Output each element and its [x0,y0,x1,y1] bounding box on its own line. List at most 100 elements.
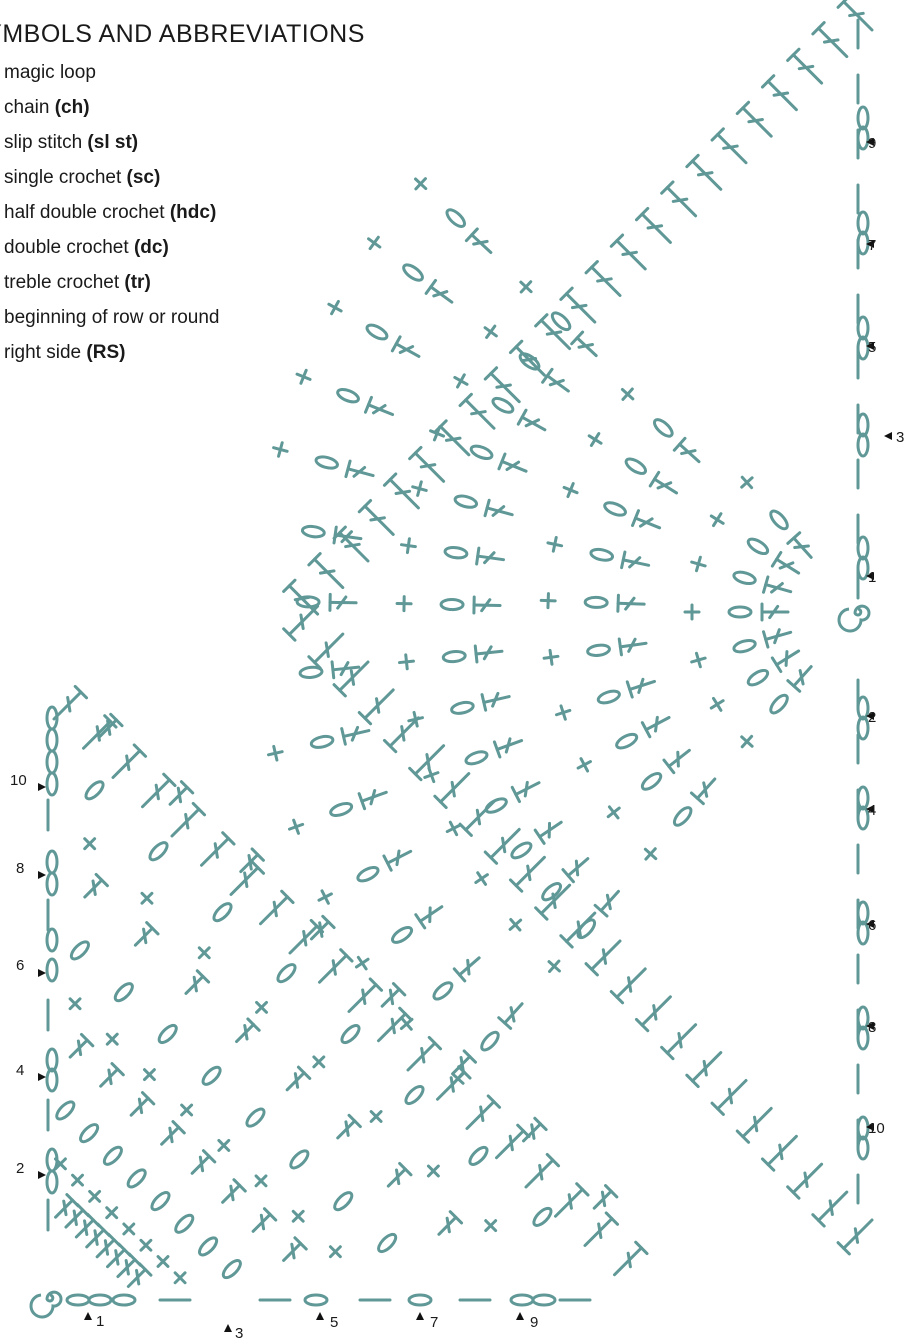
dc-stitch-slash [369,516,386,522]
dc-stitch-slash [853,1227,860,1244]
dc-stitch-slash [524,418,541,428]
row-label: 5 [868,339,876,356]
dc-stitch-slash [390,1017,396,1035]
dc-stitch-top [307,655,322,670]
chain-stitch [356,865,380,883]
dc-stitch-slash [627,637,637,653]
dc-stitch-slash [495,383,512,389]
chain-stitch [157,1023,178,1045]
chain-stitch [439,598,465,612]
chain-stitch [532,1206,553,1227]
dc-stitch-top [483,850,499,865]
legend-abbr: (hdc) [169,202,217,223]
dc-stitch-slash [95,725,101,742]
dc-stitch-top [382,738,398,754]
dc-stitch-top [634,1240,649,1256]
dc-stitch [363,504,395,536]
dc-stitch-top [660,1045,675,1061]
dc-stitch [489,827,521,860]
dc-stitch [791,1162,824,1194]
chain-stitch [126,1168,147,1189]
legend-item-right-side: right side (RS) [4,342,125,364]
dc-stitch-slash [778,561,795,570]
dc-stitch-slash [793,544,810,550]
chain-stitch [309,734,335,749]
dc-stitch-slash [459,1055,465,1073]
dc-stitch-top [685,1073,700,1089]
row-start-arrow [866,805,874,813]
dc-stitch-slash [369,789,377,806]
chain-stitch [102,1145,123,1166]
dc-stitch-top [616,593,620,613]
dc-stitch [388,716,420,748]
chain-stitch [390,926,414,944]
sc-stitch [292,818,300,835]
dc-stitch [565,292,597,324]
dc-stitch-slash [778,1143,784,1161]
dc-stitch-slash [654,715,659,733]
dc-stitch-top [786,1185,801,1200]
legend-text: double crochet [4,237,129,258]
dc-stitch-top [103,714,118,729]
chain-stitch [84,780,105,801]
chain-stitch [441,649,467,664]
dc-stitch-top [689,791,705,806]
row-label: 10 [868,1120,885,1137]
sc-stitch [139,1238,153,1252]
dc-stitch [439,425,471,457]
sc-stitch [589,432,601,447]
legend-abbr: (RS) [86,342,126,363]
dc-stitch-slash [466,958,471,976]
dc-stitch-top [640,721,652,739]
sc-stitch [695,555,702,573]
dc-stitch-top [179,780,195,795]
chain-stitch [443,545,469,560]
dc-stitch-slash [526,864,532,882]
dc-stitch-slash [676,750,680,768]
dc-stitch-top [171,1120,186,1135]
dc-stitch-top [138,1262,153,1277]
dc-stitch [615,967,647,999]
chain-stitch [769,693,789,715]
dc-stitch-top [685,153,700,169]
dc-stitch-slash [722,144,739,150]
dc-stitch [489,371,521,404]
dc-stitch-top [836,0,848,9]
dc-stitch-top [609,233,625,248]
dc-stitch [338,660,370,692]
sc-stitch [180,1103,194,1117]
chain-stitch [727,605,753,619]
dc-stitch-slash [93,1229,99,1246]
dc-stitch-slash [243,1023,249,1041]
dc-stitch-slash [62,1199,68,1217]
legend-text: beginning of row or round [4,307,220,328]
dc-stitch-slash [768,604,780,620]
dc-stitch [363,688,395,720]
dc-stitch-top [457,1065,472,1080]
dc-stitch-slash [483,551,496,565]
chain-stitch [732,638,757,654]
dc-stitch-top [473,644,479,664]
dc-stitch [388,478,420,510]
row-label: 6 [16,957,24,974]
dc-stitch-top [534,313,549,328]
dc-stitch-slash [176,786,183,804]
dc-stitch-slash [198,1155,205,1173]
dc-stitch-slash [822,38,840,44]
legend-text: single crochet [4,167,122,188]
sc-stitch [105,1206,119,1220]
dc-stitch-top [391,982,407,997]
sc-stitch [559,704,567,721]
legend-text: magic loop [4,62,96,83]
sc-stitch [551,535,558,553]
chain-stitch [589,547,615,562]
dc-stitch-top [363,395,373,414]
chain-stitch [377,1232,398,1254]
dc-stitch-slash [247,853,253,871]
dc-stitch-slash [577,343,594,349]
dc-stitch-top [604,1184,619,1199]
dc-stitch-slash [504,737,512,754]
dc-stitch-top [340,727,347,746]
row-label: 10 [10,772,27,789]
dc-stitch-slash [154,783,160,801]
